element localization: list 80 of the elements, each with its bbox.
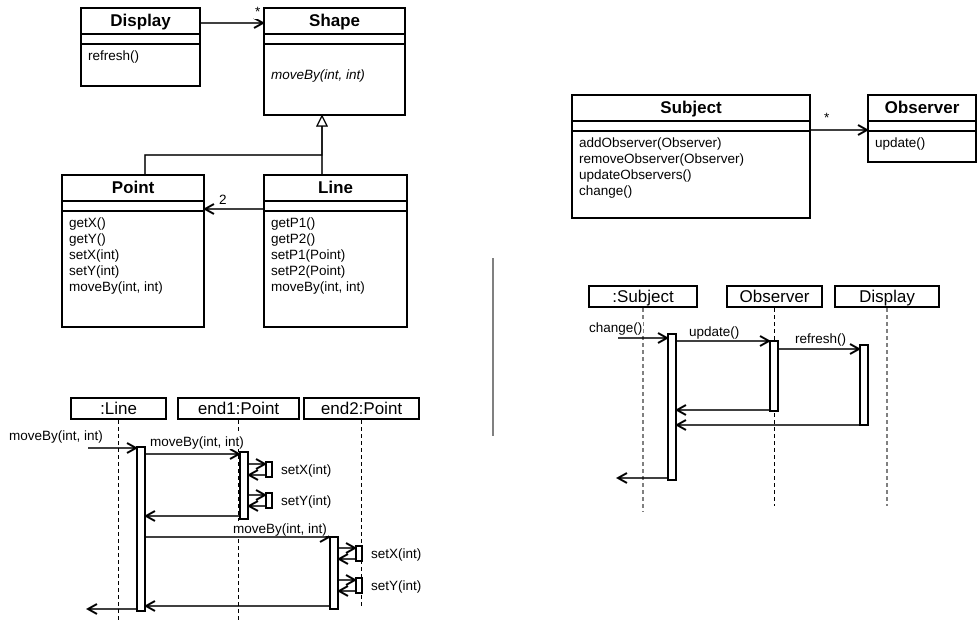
activation-bar	[769, 340, 779, 412]
activation-bar	[667, 333, 677, 481]
method-name: setP2(Point)	[270, 263, 346, 279]
activation-bar	[859, 344, 869, 426]
class-name: Shape	[308, 10, 362, 32]
arrow	[338, 553, 355, 565]
activation-bar	[329, 536, 339, 610]
arrow	[248, 500, 265, 512]
arrow	[201, 17, 264, 29]
object-box: end1:Point	[177, 397, 300, 420]
method-name: moveBy(int, int)	[68, 279, 164, 295]
arrow	[811, 124, 868, 136]
activation-bar	[265, 461, 273, 478]
method-name: removeObserver(Observer)	[578, 151, 746, 167]
arrow	[248, 469, 265, 481]
multiplicity-label: 2	[218, 192, 228, 207]
activation-bar	[355, 577, 363, 594]
object-box: end2:Point	[303, 397, 420, 420]
arrow	[339, 574, 356, 586]
message-label: change()	[588, 320, 644, 335]
class-box	[80, 7, 201, 87]
arrow	[779, 343, 860, 355]
class-name: Line	[317, 177, 354, 199]
message-label: update()	[688, 324, 740, 339]
object-box: :Line	[70, 397, 167, 420]
arrow	[249, 458, 266, 470]
arrow	[88, 442, 137, 454]
method-name: updateObservers()	[578, 167, 693, 183]
method-name: moveBy(int, int)	[270, 279, 366, 295]
message-label: refresh()	[794, 331, 848, 346]
class-name: Subject	[659, 97, 723, 119]
message-label: moveBy(int, int)	[149, 434, 245, 449]
arrow	[145, 600, 329, 612]
multiplicity-label: *	[254, 4, 262, 19]
arrow	[617, 472, 667, 484]
class-box	[571, 94, 811, 219]
activation-bar	[355, 545, 363, 562]
method-name: moveBy(int, int)	[270, 67, 366, 83]
class-name: Observer	[884, 97, 960, 119]
method-name: update()	[874, 135, 926, 151]
message-label: setX(int)	[280, 462, 332, 477]
method-name: setY(int)	[68, 263, 120, 279]
message-label: moveBy(int, int)	[8, 428, 104, 443]
arrow	[145, 510, 239, 522]
message-label: setX(int)	[370, 546, 422, 561]
arrow	[249, 489, 266, 501]
arrow	[204, 203, 263, 215]
method-name: getY()	[68, 231, 107, 247]
arrow	[87, 603, 136, 615]
class-box	[263, 174, 408, 328]
message-label: setY(int)	[280, 493, 332, 508]
method-name: getP2()	[270, 231, 316, 247]
arrow	[618, 332, 668, 344]
arrow	[338, 585, 355, 597]
generalization-arrow	[316, 115, 328, 174]
method-name: refresh()	[87, 48, 140, 64]
arrow	[677, 335, 770, 347]
activation-bar	[265, 492, 273, 509]
arrow	[146, 448, 240, 460]
class-box	[61, 174, 205, 328]
class-box	[867, 94, 977, 163]
class-name: Display	[109, 10, 172, 32]
arrow	[339, 542, 356, 554]
arrow	[676, 404, 769, 416]
class-box	[263, 7, 406, 116]
method-name: change()	[578, 183, 634, 199]
class-name: Point	[110, 177, 156, 199]
message-label: moveBy(int, int)	[232, 521, 328, 536]
message-label: setY(int)	[370, 578, 422, 593]
object-box: Display	[834, 285, 940, 308]
object-box: Observer	[726, 285, 823, 308]
method-name: setX(int)	[68, 247, 120, 263]
arrow	[676, 419, 859, 431]
method-name: setP1(Point)	[270, 247, 346, 263]
object-box: :Subject	[588, 285, 698, 308]
method-name: addObserver(Observer)	[578, 135, 723, 151]
method-name: getX()	[68, 215, 107, 231]
method-name: getP1()	[270, 215, 316, 231]
activation-bar	[136, 446, 146, 612]
activation-bar	[239, 451, 249, 520]
